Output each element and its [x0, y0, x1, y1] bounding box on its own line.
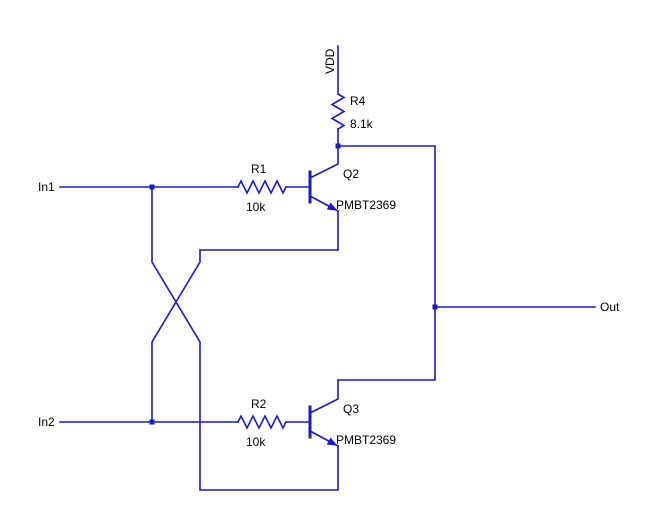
resistor-R2: R2 10k — [236, 397, 311, 449]
out-net: Out — [434, 300, 620, 314]
wire-q2-collector-to-output — [337, 145, 436, 308]
wire-q3-collector-to-output — [337, 306, 436, 381]
wire-q2-emitter-to-in2 — [151, 249, 339, 423]
resistor-R1: R1 10k — [236, 162, 311, 214]
transistor-Q2-emitter-arrow-icon — [326, 202, 338, 211]
in2-net: In2 — [38, 415, 239, 429]
resistor-R4-name: R4 — [350, 94, 366, 108]
resistor-R1-name: R1 — [251, 162, 267, 176]
transistor-Q3-emitter-arrow-icon — [326, 437, 338, 446]
junction-node-q2-collector — [335, 143, 341, 149]
resistor-R2-value: 10k — [246, 435, 266, 449]
transistor-Q3-name: Q3 — [343, 402, 359, 416]
junction-node-output — [432, 304, 438, 310]
transistor-Q3: Q3 PMBT2369 — [308, 379, 396, 448]
junction-node-in1 — [149, 184, 155, 190]
vdd-label: VDD — [323, 48, 337, 74]
transistor-Q2-part: PMBT2369 — [336, 198, 396, 212]
transistor-Q2-collector — [308, 145, 339, 180]
junction-node-in2 — [149, 419, 155, 425]
transistor-Q3-collector — [308, 379, 339, 415]
transistor-Q2-name: Q2 — [343, 167, 359, 181]
resistor-R1-value: 10k — [246, 200, 266, 214]
transistor-Q3-part: PMBT2369 — [336, 433, 396, 447]
resistor-R4: R4 8.1k — [330, 92, 374, 147]
resistor-R2-symbol — [236, 414, 288, 430]
resistor-R4-value: 8.1k — [350, 117, 374, 131]
wire-in1-to-q3-emitter — [151, 186, 339, 491]
resistor-R1-symbol — [236, 179, 288, 195]
transistor-Q2-emitter — [308, 194, 339, 251]
transistor-Q2: Q2 PMBT2369 — [308, 145, 396, 251]
out-label: Out — [600, 300, 620, 314]
in1-label: In1 — [38, 180, 55, 194]
in1-net: In1 — [38, 180, 239, 194]
in2-label: In2 — [38, 415, 55, 429]
resistor-R2-name: R2 — [251, 397, 267, 411]
resistor-R4-symbol — [330, 92, 346, 131]
vdd-net: VDD — [323, 45, 339, 95]
